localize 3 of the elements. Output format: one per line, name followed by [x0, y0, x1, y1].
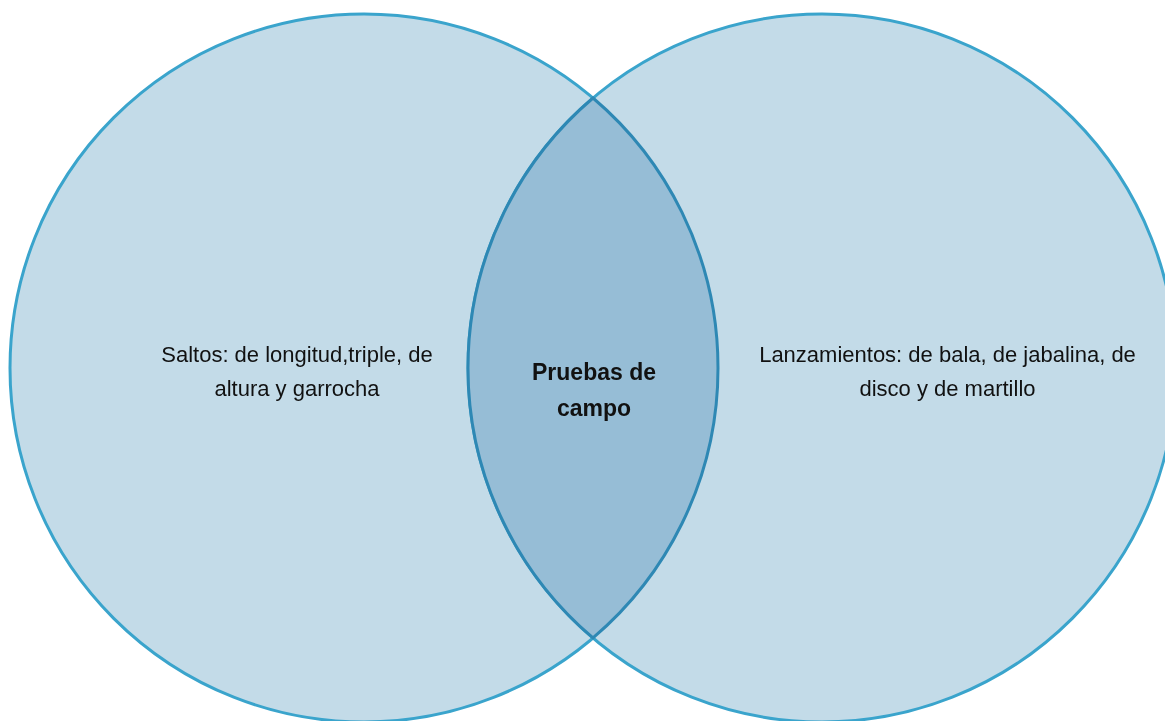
overlap-label: Pruebas de campo: [531, 358, 657, 423]
circle-label: Saltos: de longitud,triple, de altura y garrocha: [160, 341, 434, 403]
circle-label: Lanzamientos: de bala, de jabalina, de disco y de martillo: [758, 341, 1137, 403]
